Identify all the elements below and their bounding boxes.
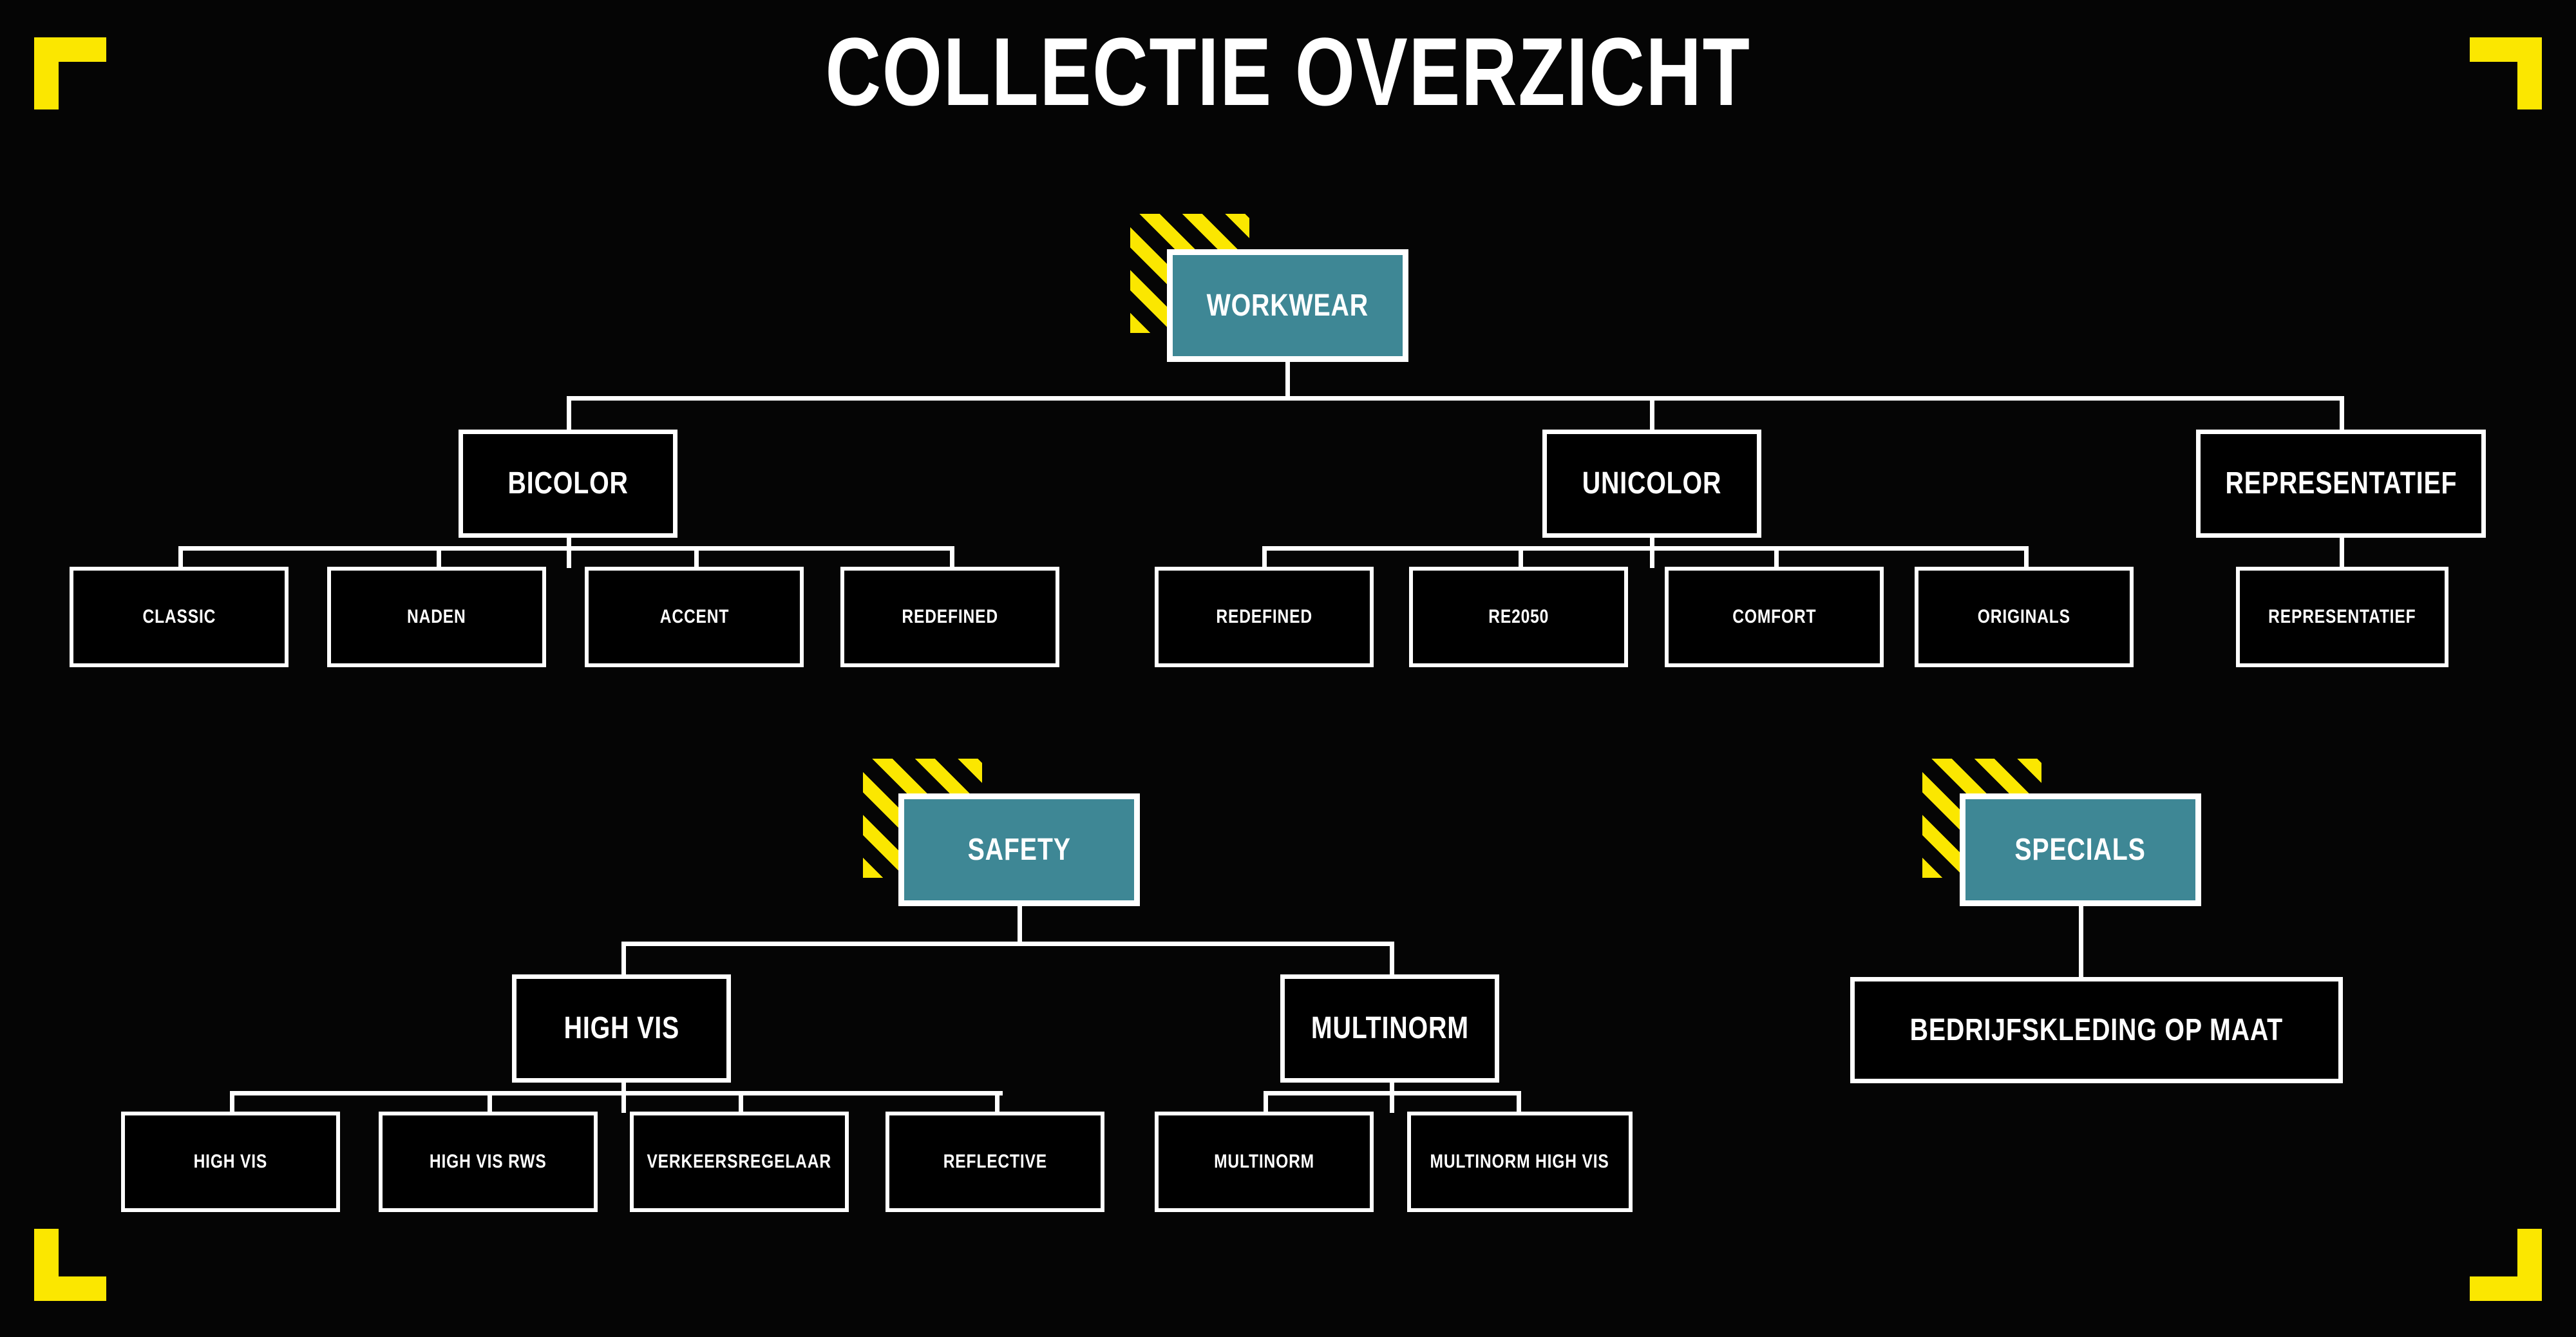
node-label: ORIGINALS (1977, 606, 2071, 627)
connector-drop-originals (2024, 546, 2029, 572)
page-title: COLLECTIE OVERZICHT (825, 17, 1751, 126)
node-reflective[interactable]: REFLECTIVE (886, 1112, 1104, 1212)
connector-multinorm-bus (1264, 1091, 1521, 1095)
node-redefined-unicolor[interactable]: REDEFINED (1155, 567, 1374, 667)
node-label: UNICOLOR (1582, 466, 1722, 500)
node-accent[interactable]: ACCENT (585, 567, 804, 667)
node-bedrijfskleding-op-maat[interactable]: BEDRIJFSKLEDING OP MAAT (1850, 977, 2343, 1083)
node-representatief[interactable]: REPRESENTATIEF (2196, 430, 2486, 538)
corner-bracket-bottom-left (34, 1229, 106, 1301)
node-naden[interactable]: NADEN (327, 567, 546, 667)
node-label: REPRESENTATIEF (2268, 606, 2416, 627)
connector-drop-multinorm-high-vis (1517, 1091, 1521, 1117)
node-label: HIGH VIS RWS (430, 1151, 547, 1172)
node-label: MULTINORM (1311, 1011, 1469, 1045)
connector-workwear-stem (1285, 361, 1290, 401)
connector-drop-redefined-unicolor (1262, 546, 1267, 572)
node-highvis-rws[interactable]: HIGH VIS RWS (379, 1112, 598, 1212)
connector-bicolor-bus (178, 546, 954, 551)
node-re2050[interactable]: RE2050 (1409, 567, 1628, 667)
node-safety[interactable]: SAFETY (898, 793, 1140, 906)
node-label: SAFETY (967, 832, 1071, 867)
node-high-vis[interactable]: HIGH VIS (512, 974, 731, 1083)
node-label: WORKWEAR (1206, 288, 1369, 323)
connector-drop-redefined-bicolor (950, 546, 954, 572)
node-label: HIGH VIS (564, 1011, 679, 1045)
connector-highvis-stem (621, 1081, 626, 1113)
node-label: ACCENT (659, 606, 729, 627)
node-label: BEDRIJFSKLEDING OP MAAT (1909, 1012, 2284, 1047)
connector-safety-stem (1018, 905, 1022, 945)
node-unicolor[interactable]: UNICOLOR (1542, 430, 1761, 538)
node-label: MULTINORM (1214, 1151, 1314, 1172)
connector-unicolor-bus (1262, 546, 2029, 551)
node-redefined-bicolor[interactable]: REDEFINED (840, 567, 1059, 667)
connector-drop-highvis-1 (230, 1091, 234, 1117)
bracket-arm-vertical (2517, 1229, 2542, 1301)
bracket-arm-vertical (2517, 37, 2542, 109)
node-comfort[interactable]: COMFORT (1665, 567, 1884, 667)
connector-drop-highvis (621, 942, 626, 977)
connector-highvis-bus (230, 1091, 1003, 1095)
node-workwear[interactable]: WORKWEAR (1167, 249, 1408, 362)
node-label: VERKEERSREGELAAR (647, 1151, 832, 1172)
node-label: REFLECTIVE (943, 1151, 1047, 1172)
connector-drop-verkeersregelaar (739, 1091, 743, 1117)
node-representatief-child[interactable]: REPRESENTATIEF (2236, 567, 2448, 667)
connector-drop-multinorm-1 (1264, 1091, 1268, 1117)
connector-drop-accent (694, 546, 699, 572)
connector-workwear-bus (567, 396, 2344, 401)
node-highvis-leaf[interactable]: HIGH VIS (121, 1112, 340, 1212)
node-label: CLASSIC (142, 606, 216, 627)
connector-specials-stem (2079, 905, 2083, 982)
node-label: REDEFINED (902, 606, 998, 627)
connector-representatief-stem (2340, 536, 2344, 572)
node-label: BICOLOR (507, 466, 629, 500)
node-label: SPECIALS (2014, 832, 2146, 867)
node-multinorm-leaf[interactable]: MULTINORM (1155, 1112, 1374, 1212)
node-label: RE2050 (1488, 606, 1549, 627)
connector-drop-comfort (1774, 546, 1779, 572)
node-label: COMFORT (1732, 606, 1817, 627)
connector-drop-classic (178, 546, 183, 572)
connector-drop-highvis-rws (488, 1091, 492, 1117)
node-multinorm-high-vis[interactable]: MULTINORM HIGH VIS (1407, 1112, 1633, 1212)
bracket-arm-vertical (34, 37, 59, 109)
node-label: MULTINORM HIGH VIS (1430, 1151, 1610, 1172)
bracket-arm-vertical (34, 1229, 59, 1301)
connector-safety-bus (621, 942, 1394, 946)
corner-bracket-top-right (2470, 37, 2542, 109)
connector-drop-bicolor (567, 396, 571, 431)
node-classic[interactable]: CLASSIC (70, 567, 289, 667)
connector-drop-unicolor (1650, 396, 1654, 431)
connector-unicolor-stem (1650, 536, 1654, 568)
node-multinorm[interactable]: MULTINORM (1280, 974, 1499, 1083)
corner-bracket-top-left (34, 37, 106, 109)
node-originals[interactable]: ORIGINALS (1915, 567, 2134, 667)
connector-drop-multinorm (1390, 942, 1394, 977)
node-bicolor[interactable]: BICOLOR (459, 430, 677, 538)
node-verkeersregelaar[interactable]: VERKEERSREGELAAR (630, 1112, 849, 1212)
connector-bicolor-stem (567, 536, 571, 568)
node-label: NADEN (407, 606, 466, 627)
node-label: REPRESENTATIEF (2225, 466, 2457, 500)
node-specials[interactable]: SPECIALS (1960, 793, 2201, 906)
connector-drop-representatief (2340, 396, 2344, 431)
node-label: REDEFINED (1216, 606, 1312, 627)
connector-drop-re2050 (1519, 546, 1523, 572)
node-label: HIGH VIS (193, 1151, 268, 1172)
connector-drop-naden (437, 546, 441, 572)
corner-bracket-bottom-right (2470, 1229, 2542, 1301)
connector-drop-reflective (995, 1091, 999, 1117)
connector-multinorm-stem (1390, 1081, 1394, 1113)
